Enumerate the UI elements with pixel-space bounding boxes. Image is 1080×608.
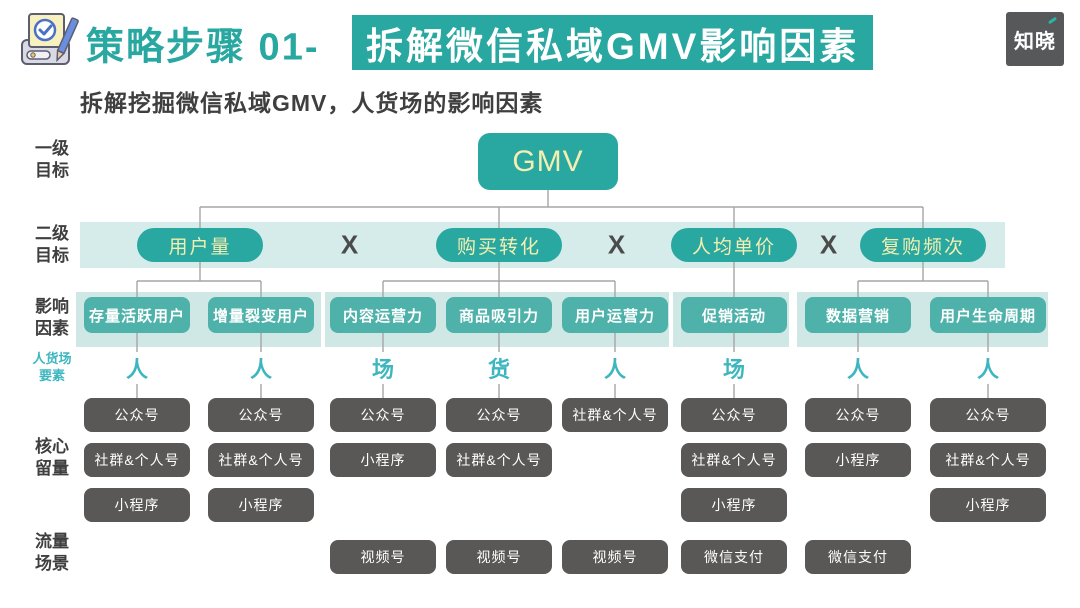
element-type-label: 人 xyxy=(125,357,149,382)
element-type-label: 场 xyxy=(371,357,395,382)
core-channel-box: 公众号 xyxy=(330,398,436,432)
core-channel-box: 社群&个人号 xyxy=(208,443,314,477)
core-channel-box: 公众号 xyxy=(805,398,911,432)
core-channel-box: 小程序 xyxy=(930,488,1046,522)
factor-box: 内容运营力 xyxy=(330,297,436,333)
core-channel-box: 社群&个人号 xyxy=(681,443,787,477)
element-type-label: 人 xyxy=(976,357,1000,382)
core-channel-box: 公众号 xyxy=(681,398,787,432)
row-label-level1-goal: 一级 目标 xyxy=(35,138,69,180)
element-type-label: 人 xyxy=(846,357,870,382)
traffic-scene-box: 视频号 xyxy=(446,540,552,574)
row-label-element-type: 人货场 要素 xyxy=(32,351,72,383)
row-label-core-retention: 核心 留量 xyxy=(35,436,69,478)
core-channel-box: 社群&个人号 xyxy=(84,443,190,477)
core-channel-box: 公众号 xyxy=(208,398,314,432)
element-type-label: 人 xyxy=(249,357,273,382)
level2-pill: 用户量 xyxy=(137,228,263,262)
multiply-operator: X xyxy=(340,229,359,260)
traffic-scene-box: 微信支付 xyxy=(805,540,911,574)
level2-pill: 购买转化 xyxy=(436,228,562,262)
core-channel-box: 公众号 xyxy=(446,398,552,432)
factor-box: 用户运营力 xyxy=(562,297,668,333)
core-channel-box: 公众号 xyxy=(84,398,190,432)
page-subtitle: 拆解挖掘微信私域GMV，人货场的影响因素 xyxy=(80,90,544,116)
element-type-label: 人 xyxy=(603,357,627,382)
level2-pill: 人均单价 xyxy=(671,228,797,262)
brand-logo: 知晓 xyxy=(1006,12,1064,66)
factor-box: 促销活动 xyxy=(681,297,787,333)
row-label-level2-goal: 二级 目标 xyxy=(35,223,69,265)
core-channel-box: 小程序 xyxy=(330,443,436,477)
page-title-prefix: 策略步骤 01- xyxy=(86,26,320,69)
traffic-scene-box: 视频号 xyxy=(562,540,668,574)
factor-box: 存量活跃用户 xyxy=(84,297,190,333)
traffic-scene-box: 视频号 xyxy=(330,540,436,574)
multiply-operator: X xyxy=(819,229,838,260)
brand-logo-accent xyxy=(1047,16,1058,25)
core-channel-box: 公众号 xyxy=(930,398,1046,432)
multiply-operator: X xyxy=(607,229,626,260)
checklist-pencil-icon xyxy=(21,13,79,65)
element-type-label: 货 xyxy=(487,357,511,382)
row-label-influence-factors: 影响 因素 xyxy=(35,296,69,338)
page-title-highlight: 拆解微信私域GMV影响因素 xyxy=(352,15,874,70)
factor-box: 商品吸引力 xyxy=(446,297,552,333)
factor-box: 用户生命周期 xyxy=(930,297,1046,333)
core-channel-box: 小程序 xyxy=(208,488,314,522)
element-type-label: 场 xyxy=(722,357,746,382)
traffic-scene-box: 微信支付 xyxy=(681,540,787,574)
core-channel-box: 小程序 xyxy=(681,488,787,522)
factor-box: 数据营销 xyxy=(805,297,911,333)
core-channel-box: 社群&个人号 xyxy=(930,443,1046,477)
root-node-gmv: GMV xyxy=(478,133,618,190)
core-channel-box: 小程序 xyxy=(805,443,911,477)
core-channel-box: 社群&个人号 xyxy=(446,443,552,477)
core-channel-box: 社群&个人号 xyxy=(562,398,668,432)
level2-pill: 复购频次 xyxy=(860,228,986,262)
factor-box: 增量裂变用户 xyxy=(208,297,314,333)
brand-logo-text: 知晓 xyxy=(1014,30,1056,53)
core-channel-box: 小程序 xyxy=(84,488,190,522)
row-label-traffic-scene: 流量 场景 xyxy=(35,531,69,573)
